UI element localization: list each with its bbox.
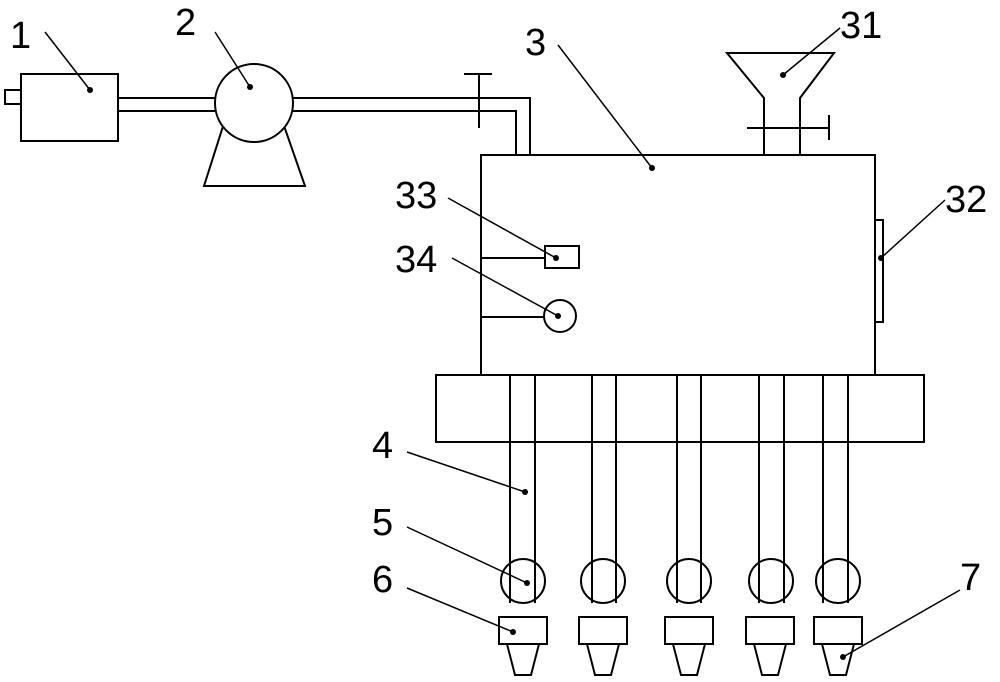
tube-2 bbox=[591, 375, 617, 603]
nozzle-bodies bbox=[498, 616, 863, 645]
part-31-hopper bbox=[724, 52, 837, 156]
part-34-gauge bbox=[481, 299, 577, 333]
tube-1 bbox=[509, 375, 536, 603]
leader-lines bbox=[44, 27, 961, 658]
tube-4 bbox=[758, 375, 785, 603]
outlet-valves bbox=[500, 558, 861, 604]
part-32-panel bbox=[874, 219, 884, 323]
outlet-tubes bbox=[509, 375, 849, 603]
pipe-box-to-pump bbox=[118, 97, 218, 112]
label-1: 1 bbox=[10, 15, 31, 57]
tube-3 bbox=[676, 375, 702, 603]
pipe-pump-to-tank bbox=[293, 73, 531, 155]
label-6: 6 bbox=[372, 559, 393, 601]
part-1-box bbox=[4, 73, 119, 142]
label-33: 33 bbox=[395, 175, 437, 217]
part-3-tank bbox=[480, 154, 876, 376]
label-31: 31 bbox=[840, 5, 882, 47]
label-2: 2 bbox=[175, 2, 196, 44]
label-7: 7 bbox=[960, 557, 981, 599]
part-33-sensor bbox=[481, 245, 580, 269]
label-34: 34 bbox=[395, 239, 437, 281]
label-4: 4 bbox=[372, 425, 393, 467]
distribution-block bbox=[435, 374, 925, 443]
label-32: 32 bbox=[945, 179, 987, 221]
label-5: 5 bbox=[372, 502, 393, 544]
nozzle-tips bbox=[505, 643, 856, 676]
part-2-pump bbox=[202, 63, 307, 187]
label-3: 3 bbox=[525, 22, 546, 64]
